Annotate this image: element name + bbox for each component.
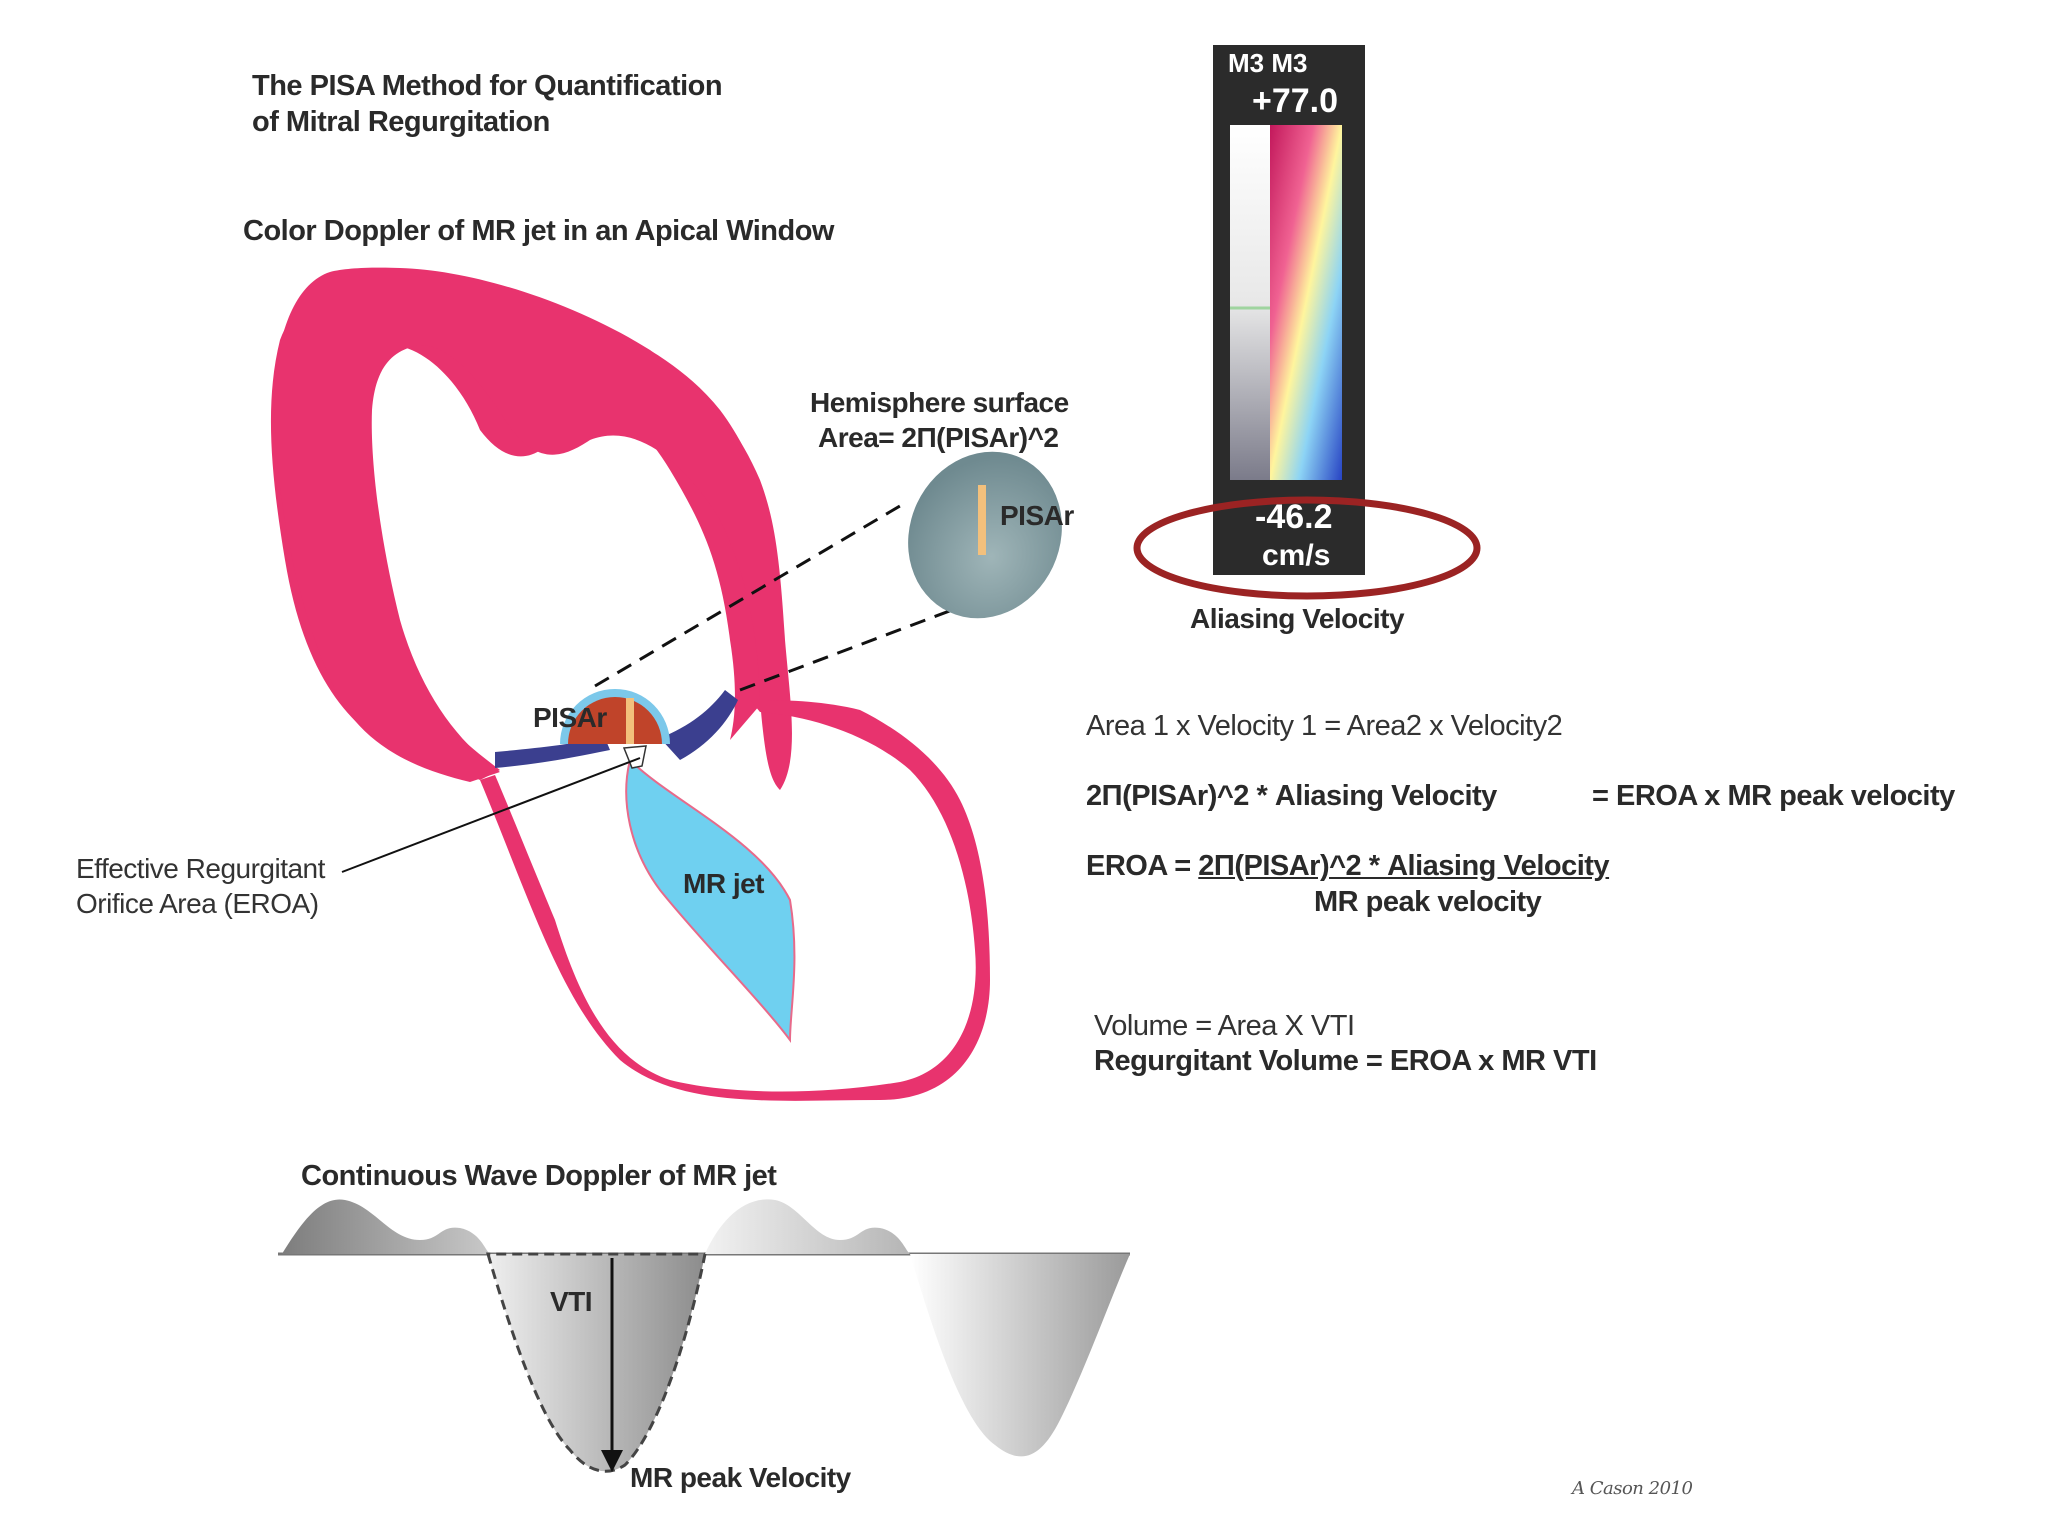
- color-scale-color-strip: [1270, 125, 1342, 480]
- posterior-leaflet: [660, 690, 738, 760]
- scale-top-label: M3 M3: [1228, 48, 1307, 78]
- anterior-leaflet: [495, 738, 610, 768]
- pisa-hemisphere: [568, 697, 662, 744]
- equation-pisa-left: 2Π(PISAr)^2 * Aliasing Velocity: [1086, 780, 1497, 812]
- cw-forward-wave-2: [705, 1199, 910, 1254]
- color-scale-grey-strip: [1230, 125, 1270, 480]
- author-signature: A Cason 2010: [1572, 1478, 1693, 1499]
- cw-mr-envelope: [486, 1252, 707, 1473]
- equation-volume: Volume = Area X VTI: [1094, 1010, 1355, 1042]
- eroa-pointer-line: [341, 757, 641, 873]
- zoom-line-upper: [594, 501, 906, 688]
- mr-jet-label: MR jet: [683, 868, 765, 899]
- peak-velocity-arrowhead: [601, 1450, 623, 1472]
- eroa-orifice-marker: [622, 745, 647, 769]
- aliasing-velocity-caption: Aliasing Velocity: [1190, 603, 1405, 634]
- equation-pisa-right: = EROA x MR peak velocity: [1592, 780, 1955, 812]
- vti-label: VTI: [550, 1286, 593, 1317]
- equation-eroa-denominator: MR peak velocity: [1314, 886, 1542, 918]
- diagram-title-line2: of Mitral Regurgitation: [252, 106, 550, 138]
- heart-pisar-label: PISAr: [533, 702, 607, 733]
- cw-forward-wave-1: [282, 1199, 490, 1254]
- equation-continuity: Area 1 x Velocity 1 = Area2 x Velocity2: [1086, 710, 1563, 742]
- scale-unit: cm/s: [1262, 539, 1330, 572]
- equation-eroa: EROA = 2Π(PISAr)^2 * Aliasing Velocity: [1086, 850, 1610, 883]
- equation-eroa-prefix: EROA =: [1086, 850, 1199, 882]
- zoom-pisar-label: PISAr: [1000, 500, 1074, 531]
- color-doppler-heading: Color Doppler of MR jet in an Apical Win…: [243, 215, 834, 247]
- aliasing-highlight-ellipse: [1133, 496, 1481, 600]
- lv-outer-wall: [274, 267, 792, 791]
- equation-regurgitant-volume: Regurgitant Volume = EROA x MR VTI: [1094, 1045, 1597, 1077]
- cw-second-mr-envelope: [910, 1254, 1130, 1457]
- hemisphere-label-line1: Hemisphere surface: [810, 387, 1069, 418]
- mr-peak-velocity-label: MR peak Velocity: [630, 1462, 851, 1493]
- diagram-title-line1: The PISA Method for Quantification: [252, 70, 723, 102]
- eroa-label-line1: Effective Regurgitant: [76, 853, 325, 884]
- cw-doppler-heading: Continuous Wave Doppler of MR jet: [301, 1160, 777, 1192]
- eroa-label-line2: Orifice Area (EROA): [76, 888, 319, 919]
- hemisphere-label-line2: Area= 2Π(PISAr)^2: [818, 422, 1059, 453]
- equation-eroa-numerator: 2Π(PISAr)^2 * Aliasing Velocity: [1198, 850, 1610, 882]
- scale-max-value: +77.0: [1252, 82, 1338, 120]
- mr-jet-shape: [625, 758, 796, 1043]
